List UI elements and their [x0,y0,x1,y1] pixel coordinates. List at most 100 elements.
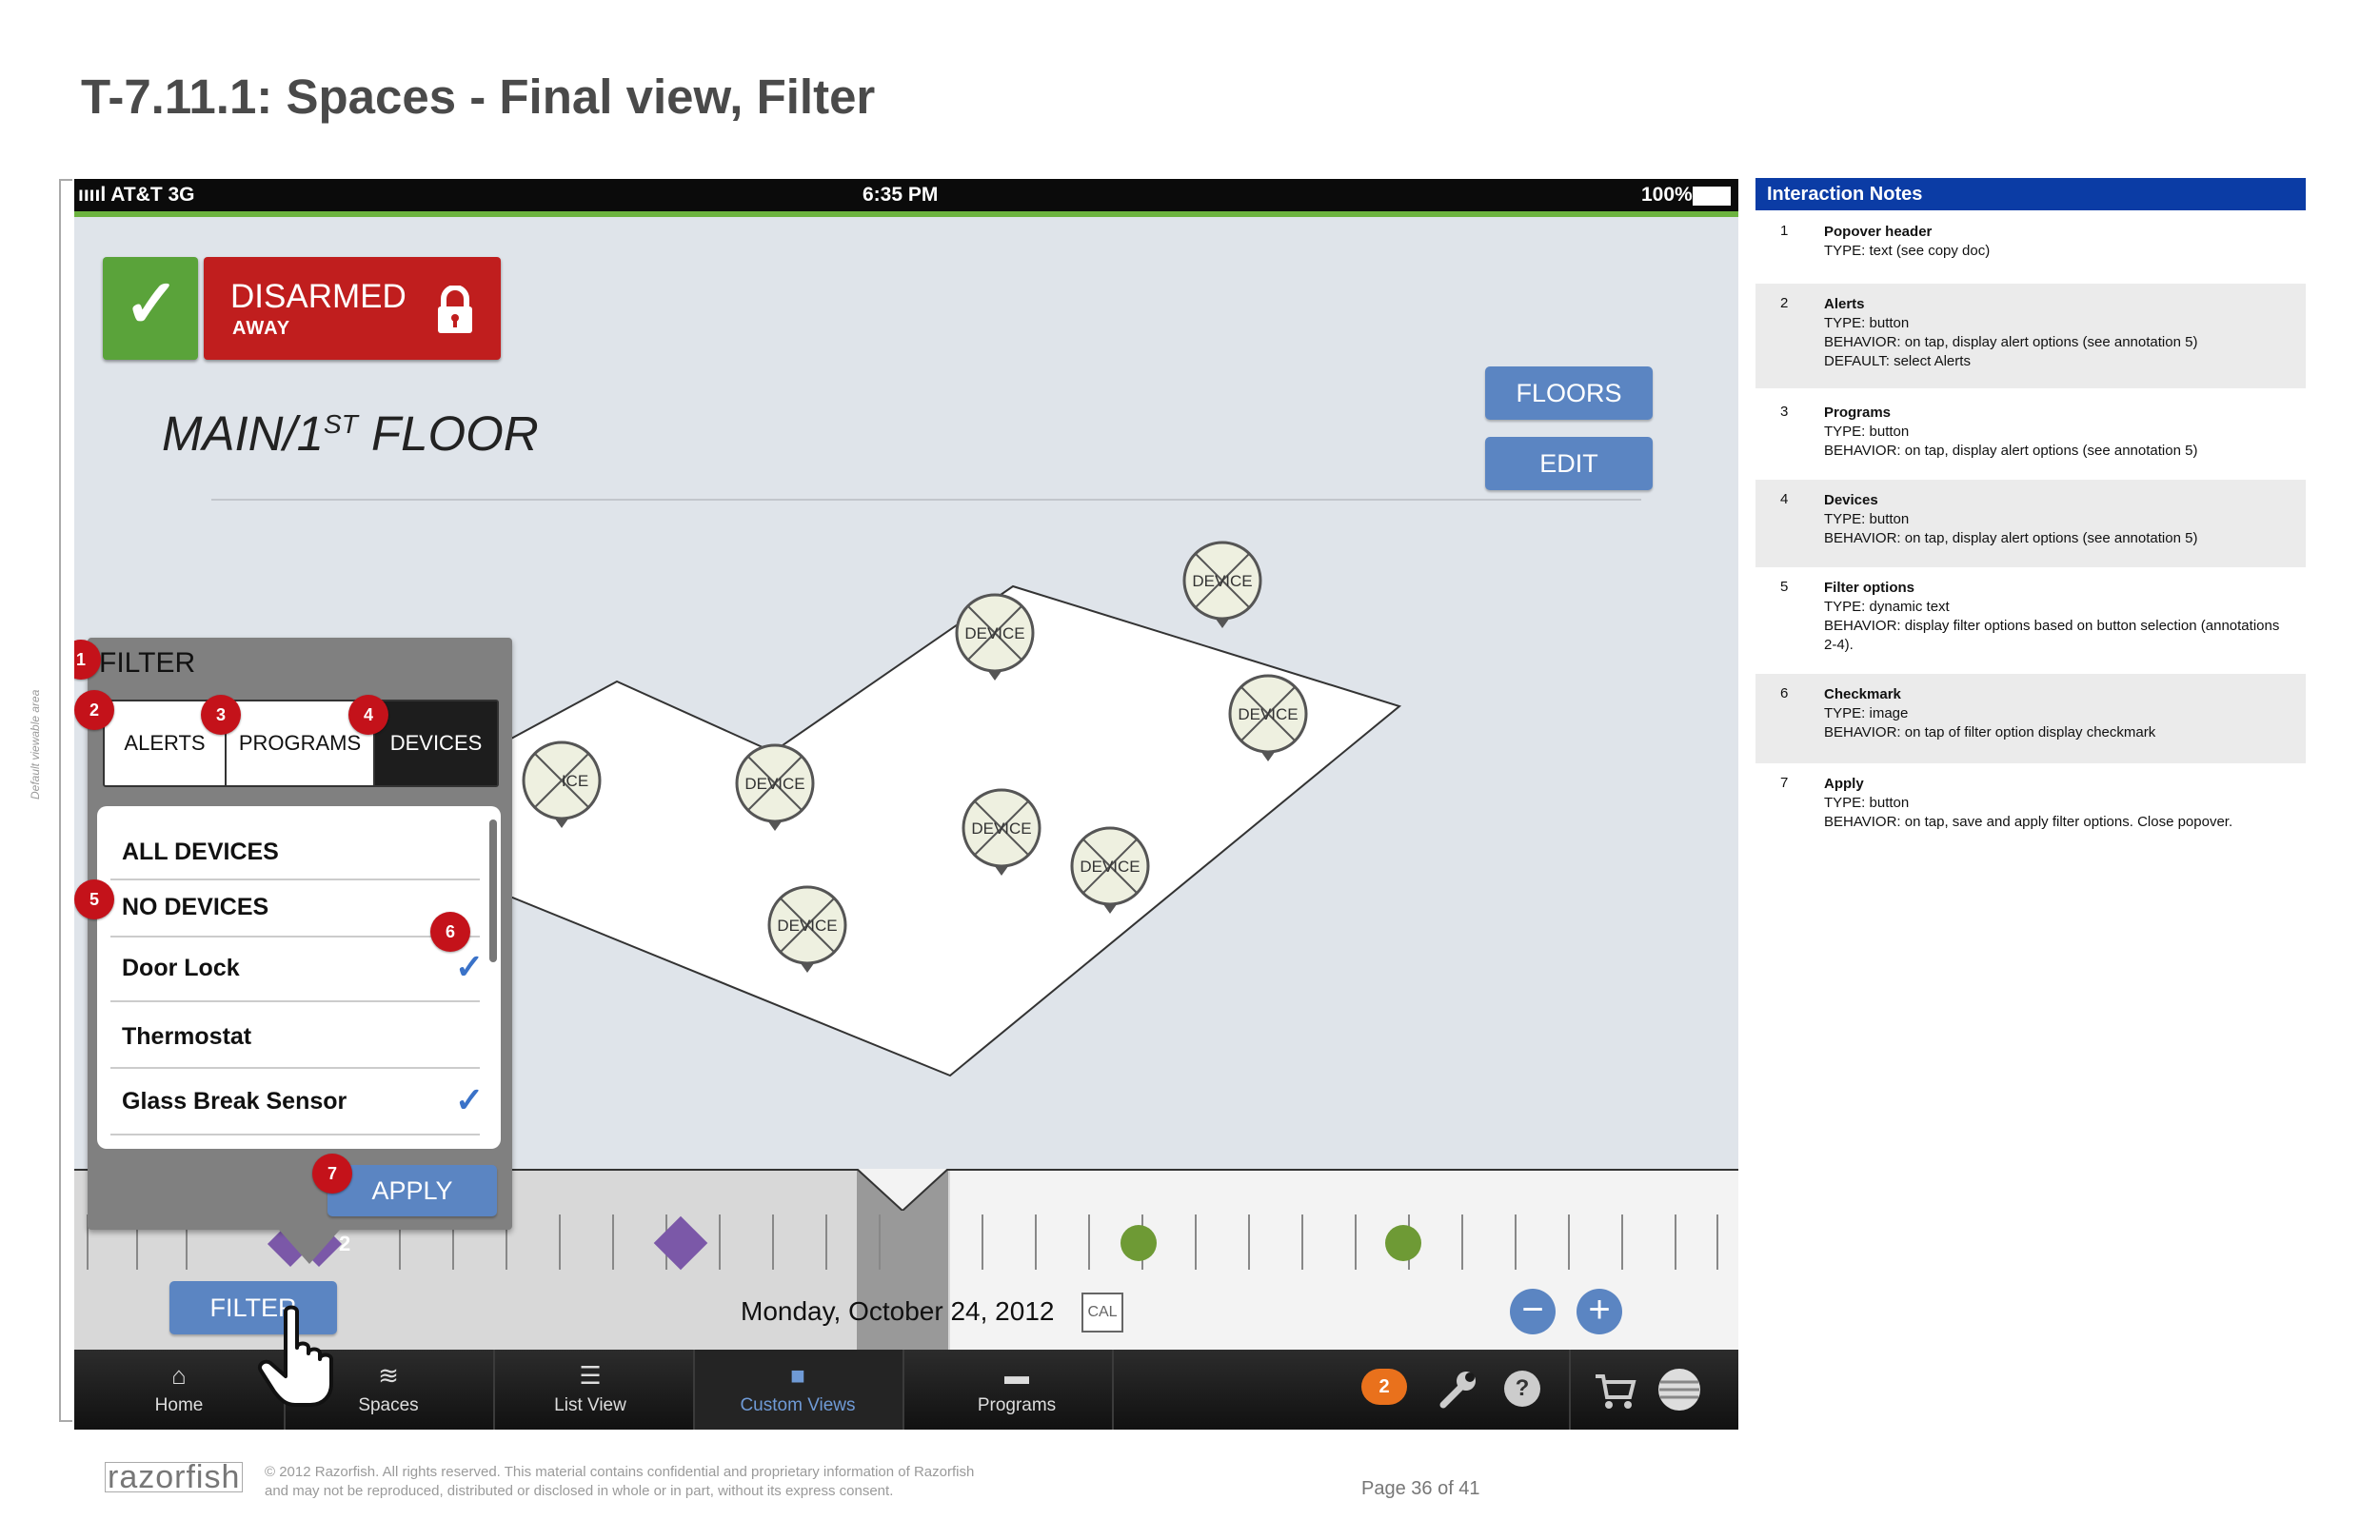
title-divider [211,499,1641,501]
tab-list-view[interactable]: ☰ List View [514,1350,666,1430]
note-text: Programs TYPE: button BEHAVIOR: on tap, … [1824,404,2291,461]
help-icon[interactable]: ? [1504,1371,1540,1407]
tab-label: List View [554,1395,626,1415]
list-scrollbar[interactable] [489,819,497,962]
tab-label: Spaces [358,1395,419,1415]
device-pin[interactable]: DEVICE [1070,826,1150,914]
cart-icon[interactable] [1592,1367,1637,1412]
security-ok-tile[interactable]: ✓ [103,257,198,360]
device-pin[interactable]: DEVICE [1182,541,1262,628]
custom-view-icon: ■ [790,1361,805,1390]
apply-button[interactable]: APPLY [327,1165,497,1216]
copyright-line: © 2012 Razorfish. All rights reserved. T… [265,1464,975,1480]
device-pin[interactable]: ICE [522,740,602,828]
home-icon: ⌂ [171,1361,187,1390]
battery-label: 100% [1641,184,1693,206]
timeline-date: Monday, October 24, 2012 [741,1296,1055,1326]
filter-option-label: Glass Break Sensor [122,1088,347,1115]
tab-custom-views[interactable]: ■ Custom Views [693,1350,902,1430]
edit-button[interactable]: EDIT [1485,437,1653,490]
filter-option-all-devices[interactable]: ALL DEVICES [110,819,480,880]
clock-label: 6:35 PM [863,184,939,206]
notes-header: Interaction Notes [1755,178,2306,210]
annotation-badge: 5 [74,879,114,919]
viewable-area-label: Default viewable area [29,689,42,800]
tab-divider [693,1350,695,1430]
note-text: Popover header TYPE: text (see copy doc) [1824,223,2291,261]
device-marker-icon: DEVICE [1228,674,1308,761]
tab-devices[interactable]: DEVICES [375,701,497,785]
note-title: Apply [1824,776,1864,792]
tab-programs[interactable]: PROGRAMS [227,701,375,785]
floor-title-main: MAIN/1 [162,406,325,461]
note-title: Checkmark [1824,686,1901,702]
device-marker-icon: ICE [522,740,602,828]
page-number: Page 36 of 41 [1361,1478,1480,1499]
list-icon: ☰ [579,1361,602,1390]
tab-label: Custom Views [740,1395,856,1415]
tab-programs[interactable]: ▬ Programs [922,1350,1112,1430]
popover-caret [279,1230,340,1264]
filter-popover: FILTER ALERTS PROGRAMS DEVICES ALL DEVIC… [88,638,512,1230]
tab-home[interactable]: ⌂ Home [103,1350,255,1430]
tab-spaces[interactable]: ≋ Spaces [312,1350,465,1430]
tab-alerts[interactable]: ALERTS [105,701,227,785]
annotation-badge: 2 [74,690,114,730]
device-pin[interactable]: DEVICE [955,593,1035,681]
filter-option-label: Door Lock [122,955,240,981]
note-line: DEFAULT: select Alerts [1824,353,1971,369]
note-line: BEHAVIOR: on tap, display alert options … [1824,443,2198,459]
event-cluster-count: 2 [339,1232,351,1255]
note-line: TYPE: text (see copy doc) [1824,243,1991,259]
filter-option-glass-break-sensor[interactable]: Glass Break Sensor ✓ [110,1069,484,1135]
programs-icon: ▬ [1004,1361,1029,1390]
event-marker-purple[interactable] [653,1215,708,1271]
device-pin[interactable]: DEVICE [1228,674,1308,761]
timeline-scrubber[interactable] [857,1169,948,1350]
filter-option-door-lock[interactable]: Door Lock ✓ [110,938,484,1002]
floor-title: MAIN/1ST FLOOR [162,405,539,462]
floors-button[interactable]: FLOORS [1485,366,1653,420]
note-line: TYPE: button [1824,795,1910,811]
event-marker-green[interactable] [1121,1225,1157,1261]
event-marker-green[interactable] [1385,1225,1421,1261]
filter-option-label: ALL DEVICES [122,839,279,865]
tab-label: Programs [977,1395,1057,1415]
filter-option-no-devices[interactable]: NO DEVICES [110,880,480,938]
filter-options-list: ALL DEVICES NO DEVICES Door Lock ✓ Therm… [97,806,501,1149]
messages-icon[interactable]: 2 [1361,1369,1407,1405]
note-item: 4 Devices TYPE: button BEHAVIOR: on tap,… [1755,480,2306,567]
footer-copyright: © 2012 Razorfish. All rights reserved. T… [265,1463,1083,1501]
lock-icon [438,286,472,333]
tab-divider [493,1350,495,1430]
zoom-in-button[interactable]: + [1577,1289,1622,1334]
device-pin[interactable]: DEVICE [735,743,815,831]
filter-option-thermostat[interactable]: Thermostat [110,1002,480,1069]
filter-option-label: NO DEVICES [122,894,269,920]
razorfish-logo: razorfish [105,1461,244,1493]
tab-label: Home [154,1395,204,1415]
note-item: 2 Alerts TYPE: button BEHAVIOR: on tap, … [1755,284,2306,388]
calendar-icon[interactable]: CAL [1081,1293,1123,1333]
device-label: DEVICE [971,819,1031,838]
att-globe-icon[interactable] [1656,1367,1702,1412]
filter-button[interactable]: FILTER [169,1281,337,1334]
status-bar: ııııl AT&T 3G 6:35 PM 100% [74,179,1738,211]
layers-icon: ≋ [378,1361,399,1390]
note-title: Programs [1824,405,1892,421]
note-line: TYPE: button [1824,315,1910,331]
note-item: 6 Checkmark TYPE: image BEHAVIOR: on tap… [1755,674,2306,763]
device-pin[interactable]: DEVICE [767,885,847,973]
wrench-icon[interactable] [1436,1367,1481,1412]
note-line: TYPE: button [1824,424,1910,440]
note-number: 1 [1780,223,1789,239]
note-text: Filter options TYPE: dynamic text BEHAVI… [1824,579,2291,655]
security-status-button[interactable]: DISARMED AWAY [204,257,501,360]
security-state-label: DISARMED [230,278,407,315]
zoom-out-button[interactable]: − [1510,1289,1556,1334]
battery-icon [1693,187,1731,206]
device-pin[interactable]: DEVICE [962,788,1041,876]
carrier-label: ııııl AT&T 3G [78,184,195,206]
annotation-badge: 4 [348,695,388,735]
viewable-area-bracket [59,179,72,1422]
